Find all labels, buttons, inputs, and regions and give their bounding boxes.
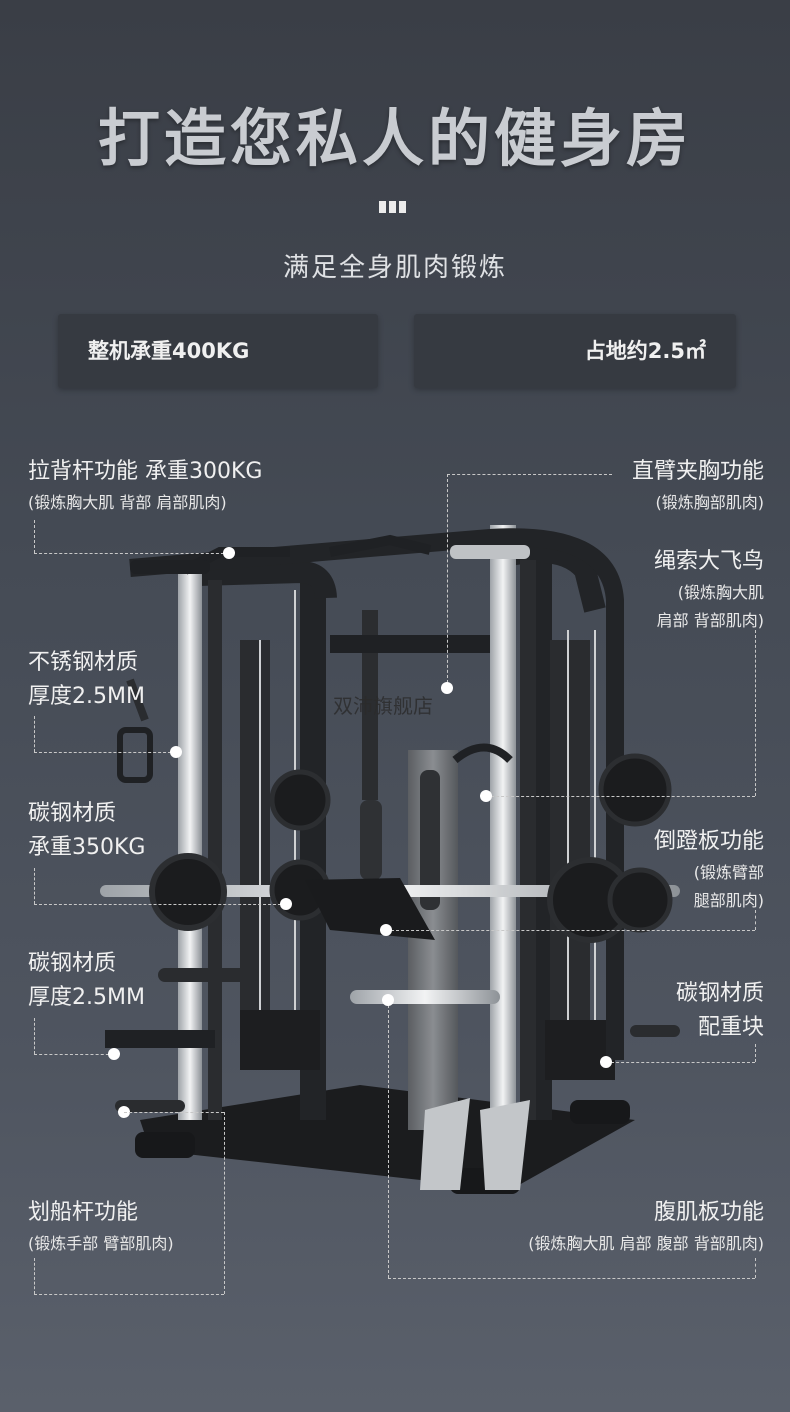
feature-carbon-thickness: 碳钢材质 厚度2.5MM — [28, 947, 145, 1015]
feature-counterweight-line1: 碳钢材质 — [675, 981, 764, 1006]
callout-line — [224, 1112, 225, 1294]
gym-machine-image — [100, 525, 680, 1194]
callout-line — [755, 630, 756, 796]
feature-kickboard-desc1: (锻炼臂部 — [693, 863, 764, 882]
feature-cable-fly-desc1: (锻炼胸大肌 — [677, 583, 764, 602]
feature-straight-arm-desc: (锻炼胸部肌肉) — [655, 493, 765, 512]
callout-line — [386, 930, 755, 931]
feature-carbon-thickness-line1: 碳钢材质 — [28, 951, 117, 976]
feature-rowing: 划船杆功能 (锻炼手部 臂部肌肉) — [28, 1196, 174, 1258]
spec-area-text: 占地约2.5㎡ — [584, 339, 706, 363]
feature-kickboard-desc2: 腿部肌肉) — [693, 891, 764, 910]
feature-stainless: 不锈钢材质 厚度2.5MM — [28, 646, 145, 714]
feature-abs-board: 腹肌板功能 (锻炼胸大肌 肩部 腹部 背部肌肉) — [528, 1196, 764, 1258]
callout-line — [447, 474, 448, 688]
feature-carbon-load-line1: 碳钢材质 — [28, 801, 117, 826]
page-title: 打造您私人的健身房 — [97, 102, 692, 175]
feature-pullup-desc: (锻炼胸大肌 背部 肩部肌肉) — [28, 493, 227, 512]
feature-cable-fly: 绳索大飞鸟 (锻炼胸大肌 肩部 背部肌肉) — [654, 545, 764, 635]
feature-pullup: 拉背杆功能 承重300KG (锻炼胸大肌 背部 肩部肌肉) — [28, 455, 262, 517]
feature-counterweight: 碳钢材质 配重块 — [676, 977, 764, 1045]
feature-straight-arm: 直臂夹胸功能 (锻炼胸部肌肉) — [632, 455, 764, 517]
callout-marker — [480, 790, 492, 802]
callout-marker — [108, 1048, 120, 1060]
feature-abs-board-title: 腹肌板功能 — [653, 1200, 764, 1225]
page-subtitle: 满足全身肌肉锻炼 — [282, 253, 507, 283]
callout-line — [388, 1000, 389, 1278]
callout-line — [34, 716, 35, 752]
feature-carbon-thickness-line2: 厚度2.5MM — [28, 985, 145, 1010]
callout-line — [755, 910, 756, 930]
callout-line — [34, 1018, 35, 1054]
callout-line — [34, 1054, 114, 1055]
callout-line — [34, 553, 229, 554]
feature-kickboard: 倒蹬板功能 (锻炼臂部 腿部肌肉) — [654, 825, 764, 915]
callout-marker — [223, 547, 235, 559]
feature-rowing-title: 划船杆功能 — [28, 1200, 139, 1225]
feature-counterweight-line2: 配重块 — [697, 1015, 764, 1040]
callout-line — [34, 904, 286, 905]
callout-line — [755, 1044, 756, 1062]
feature-kickboard-title: 倒蹬板功能 — [653, 829, 764, 854]
callout-line — [606, 1062, 755, 1063]
feature-straight-arm-title: 直臂夹胸功能 — [631, 459, 764, 484]
feature-pullup-title: 拉背杆功能 承重300KG — [28, 459, 263, 484]
feature-stainless-line2: 厚度2.5MM — [28, 684, 145, 709]
feature-carbon-load-line2: 承重350KG — [28, 835, 146, 860]
callout-line — [447, 474, 612, 475]
spec-load-text: 整机承重400KG — [88, 339, 250, 363]
callout-marker — [380, 924, 392, 936]
callout-line — [34, 520, 35, 553]
title-divider — [379, 198, 411, 213]
callout-line — [34, 868, 35, 904]
callout-marker — [600, 1056, 612, 1068]
callout-marker — [280, 898, 292, 910]
spec-card-area: 占地约2.5㎡ — [414, 314, 736, 388]
watermark: 双沛旗舰店 — [333, 694, 433, 718]
callout-line — [34, 752, 176, 753]
feature-rowing-desc: (锻炼手部 臂部肌肉) — [28, 1234, 174, 1253]
callout-line — [486, 796, 755, 797]
feature-cable-fly-desc2: 肩部 背部肌肉) — [656, 611, 764, 630]
feature-stainless-line1: 不锈钢材质 — [28, 650, 139, 675]
callout-marker — [382, 994, 394, 1006]
feature-cable-fly-title: 绳索大飞鸟 — [653, 549, 764, 574]
callout-line — [34, 1258, 35, 1294]
feature-abs-board-desc: (锻炼胸大肌 肩部 腹部 背部肌肉) — [528, 1234, 764, 1253]
callout-marker — [170, 746, 182, 758]
callout-marker — [441, 682, 453, 694]
callout-line — [755, 1258, 756, 1278]
callout-line — [388, 1278, 755, 1279]
callout-line — [124, 1112, 224, 1113]
feature-carbon-load: 碳钢材质 承重350KG — [28, 797, 145, 865]
callout-line — [34, 1294, 224, 1295]
spec-card-load: 整机承重400KG — [58, 314, 378, 388]
